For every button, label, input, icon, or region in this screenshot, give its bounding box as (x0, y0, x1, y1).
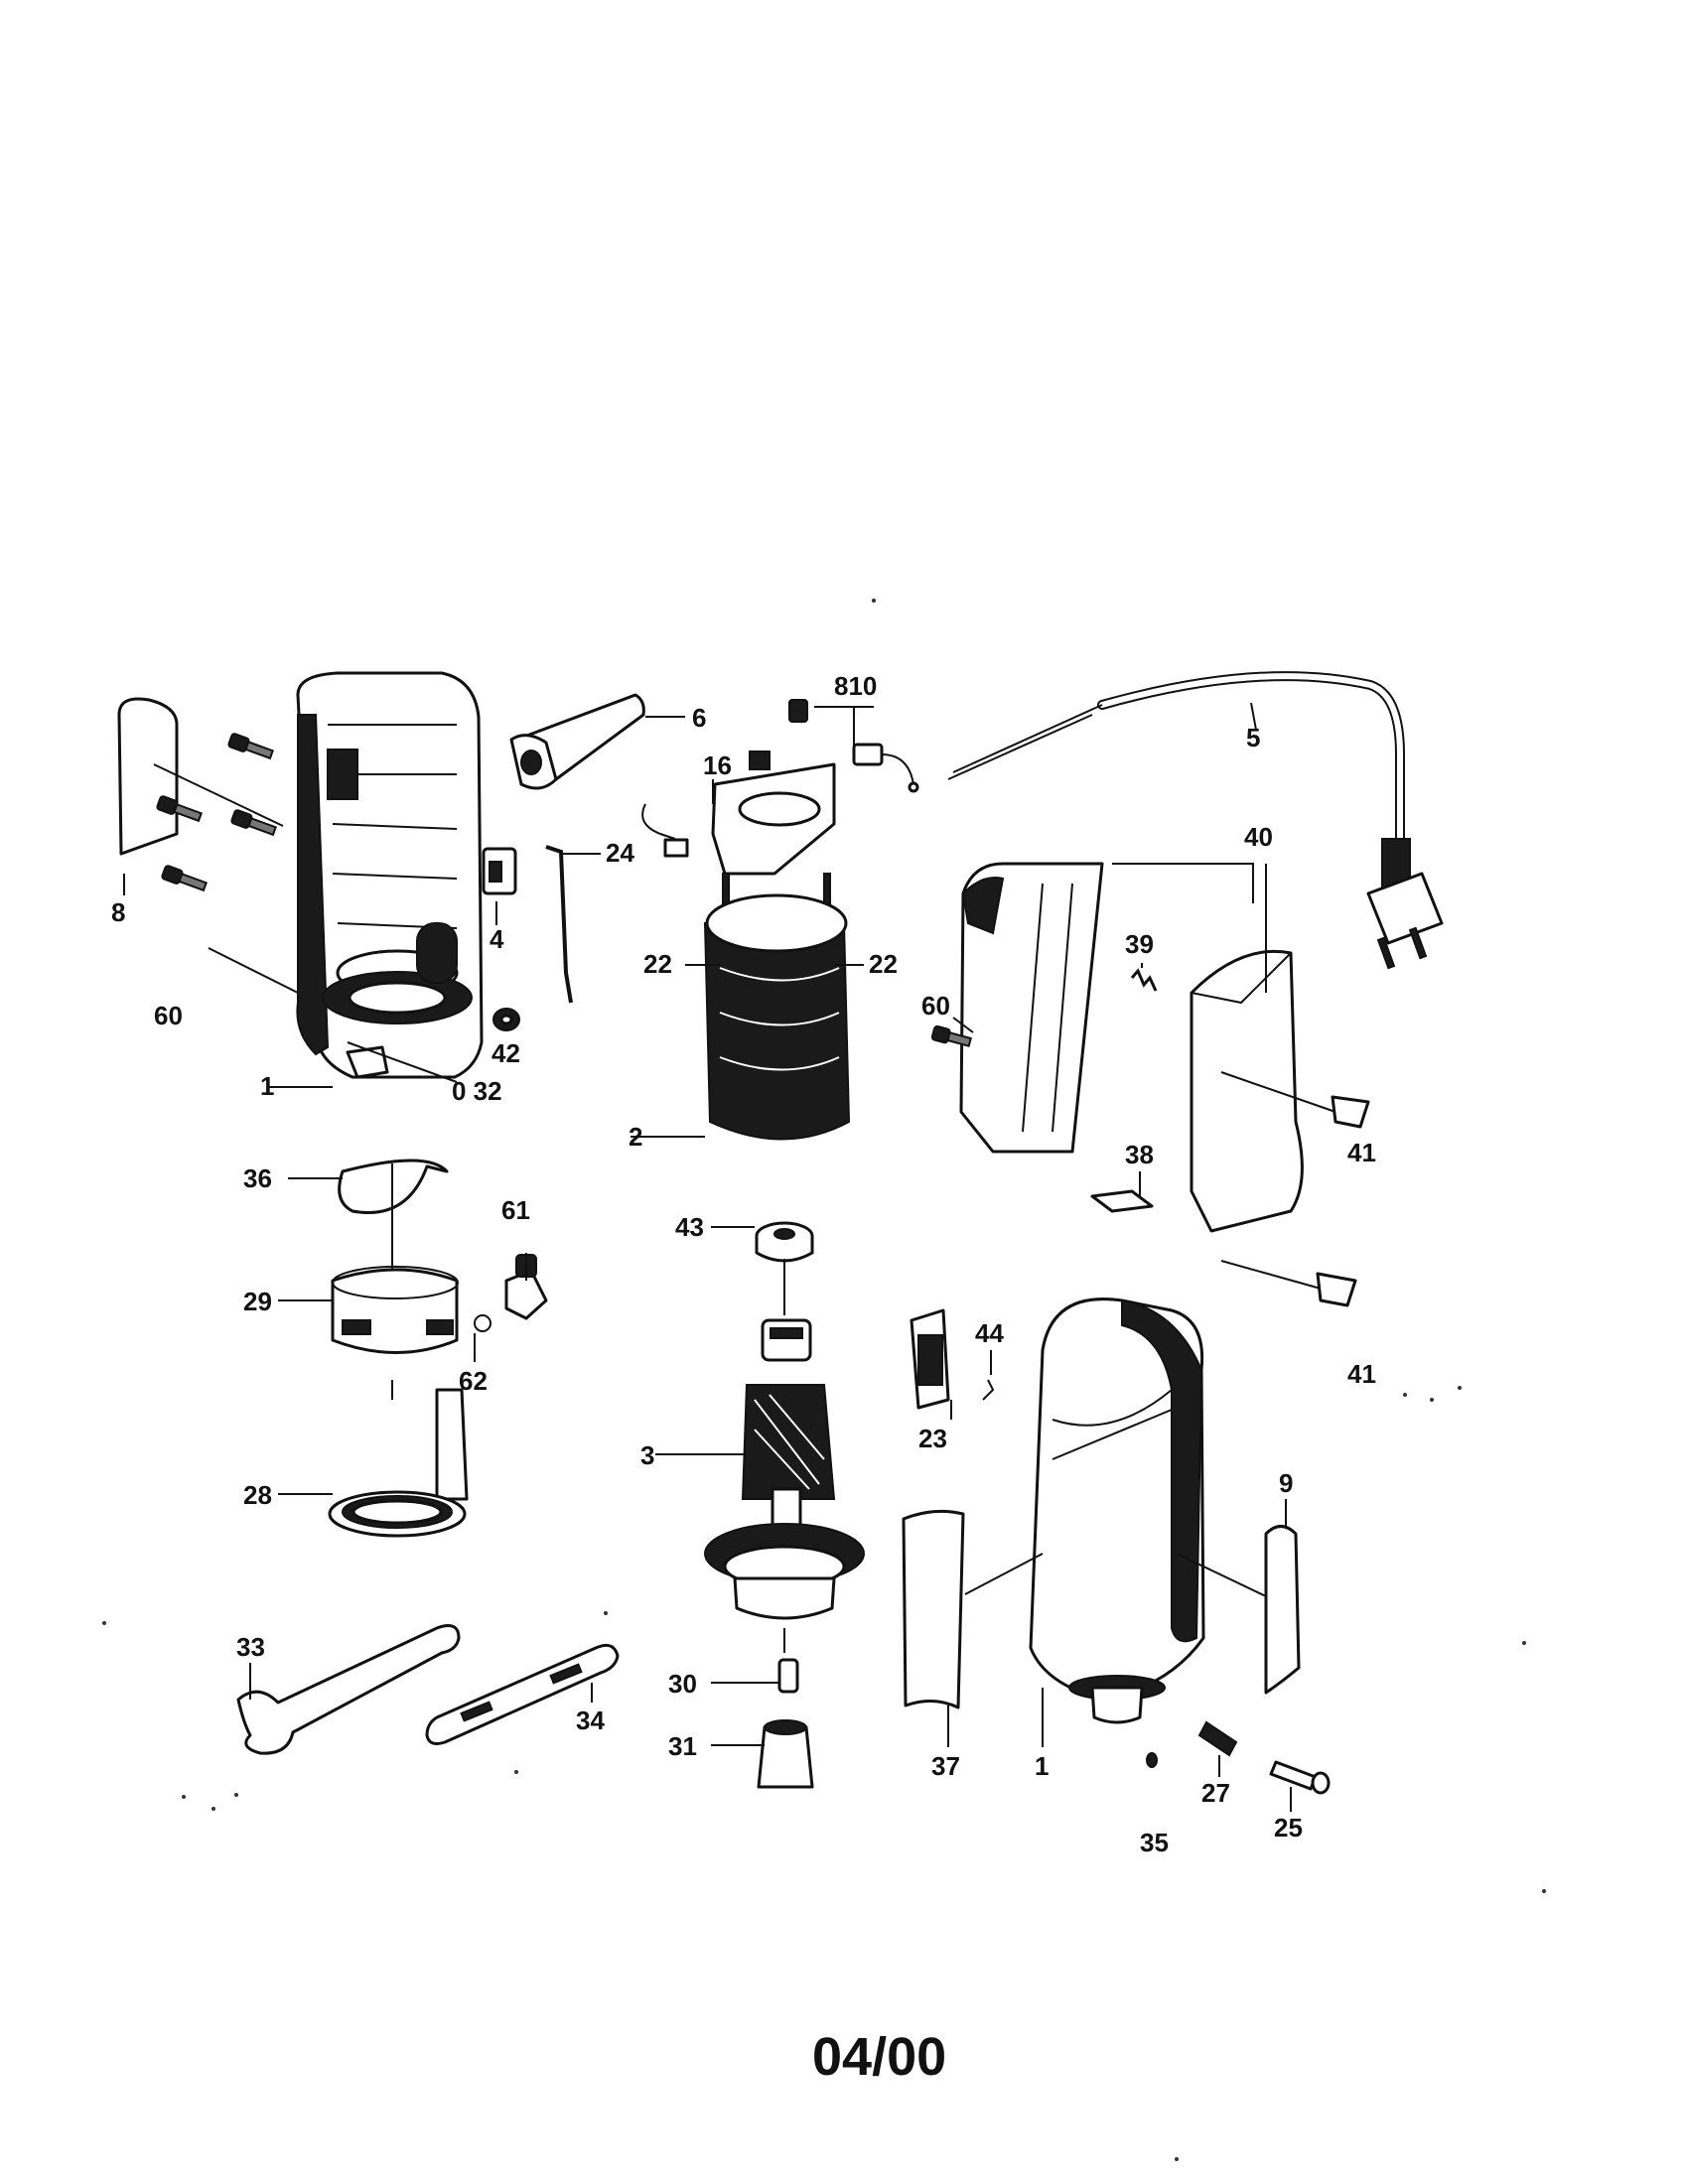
part-oring-62 (474, 1314, 491, 1332)
callout-22b: 22 (869, 949, 898, 979)
callout-labels: 8 60 1 0 32 42 4 24 6 810 16 5 22 22 60 … (111, 671, 1376, 1857)
part-insert-38 (1090, 1189, 1154, 1213)
callout-8: 8 (111, 897, 125, 927)
callout-27: 27 (1201, 1778, 1230, 1808)
callout-60b: 60 (921, 991, 950, 1021)
part-screw-60b (930, 1024, 972, 1047)
callout-61: 61 (501, 1195, 530, 1225)
part-bearing-43 (755, 1221, 814, 1263)
part-base-28 (328, 1388, 469, 1538)
part-nut-42 (492, 1008, 520, 1031)
callout-1: 1 (260, 1071, 274, 1101)
callout-1b: 1 (1035, 1751, 1049, 1781)
part-screws-60 (156, 733, 277, 892)
callout-28: 28 (243, 1480, 272, 1510)
part-label-9 (1264, 1525, 1301, 1695)
callout-2: 2 (629, 1122, 642, 1152)
part-handle-half-left (959, 862, 1104, 1154)
part-brushes-810 (852, 743, 919, 793)
callout-29: 29 (243, 1287, 272, 1316)
callout-3: 3 (640, 1440, 654, 1470)
callout-60: 60 (154, 1001, 183, 1030)
callout-41: 41 (1347, 1138, 1376, 1167)
footer-date: 04/00 (812, 2027, 946, 2087)
part-switch-4 (482, 847, 517, 895)
part-plate-34 (425, 1643, 620, 1745)
callout-38: 38 (1125, 1140, 1154, 1169)
callout-43: 43 (675, 1212, 704, 1242)
part-housing-left (296, 671, 484, 1079)
callout-24: 24 (606, 838, 634, 868)
part-label-8 (117, 697, 179, 856)
part-pin-25 (1269, 1760, 1331, 1795)
callout-9: 9 (1279, 1468, 1293, 1498)
callout-23: 23 (918, 1424, 947, 1453)
part-handle-6 (509, 693, 645, 790)
part-spring-39 (1130, 968, 1158, 992)
part-wire-24 (545, 845, 573, 1004)
callout-30: 30 (668, 1669, 697, 1699)
callout-41b: 41 (1347, 1359, 1376, 1389)
part-armature-3 (704, 1318, 865, 1620)
callout-36: 36 (243, 1163, 272, 1193)
part-wrench-33 (236, 1624, 461, 1755)
callout-35: 35 (1140, 1828, 1169, 1857)
callout-34: 34 (576, 1706, 605, 1735)
callout-33: 33 (236, 1632, 265, 1662)
part-housing-right-1 (1029, 1297, 1205, 1724)
callout-31: 31 (668, 1731, 697, 1761)
callout-4: 4 (490, 924, 504, 954)
part-screw-41a (1220, 1071, 1370, 1129)
part-cord-5 (947, 671, 1444, 970)
part-screw-41b (1220, 1260, 1357, 1307)
part-washer-35 (1146, 1752, 1158, 1768)
leader-lines (123, 702, 1292, 1812)
callout-6: 6 (692, 703, 706, 733)
part-label-37 (902, 1509, 965, 1709)
callout-25: 25 (1274, 1813, 1303, 1843)
part-field-2 (703, 873, 851, 1141)
part-collet-30 (777, 1658, 799, 1694)
callout-42: 42 (491, 1038, 520, 1068)
callout-810: 810 (834, 671, 877, 701)
part-brush-holder-16 (641, 699, 836, 876)
callout-22: 22 (643, 949, 672, 979)
part-collar-29 (331, 1266, 459, 1354)
callout-44: 44 (975, 1318, 1004, 1348)
scan-specks (102, 599, 1546, 2161)
part-button-23 (910, 1308, 950, 1410)
callout-5: 5 (1246, 723, 1260, 752)
part-handle-half-40 (1190, 949, 1304, 1233)
callout-16: 16 (703, 751, 732, 780)
callout-40: 40 (1244, 822, 1273, 852)
callout-39: 39 (1125, 929, 1154, 959)
callout-62: 62 (459, 1366, 488, 1396)
part-spring-27 (1197, 1720, 1238, 1757)
part-spring-44 (982, 1379, 995, 1401)
part-nut-31 (757, 1719, 814, 1789)
callout-37: 37 (931, 1751, 960, 1781)
callout-32: 0 32 (452, 1076, 502, 1106)
